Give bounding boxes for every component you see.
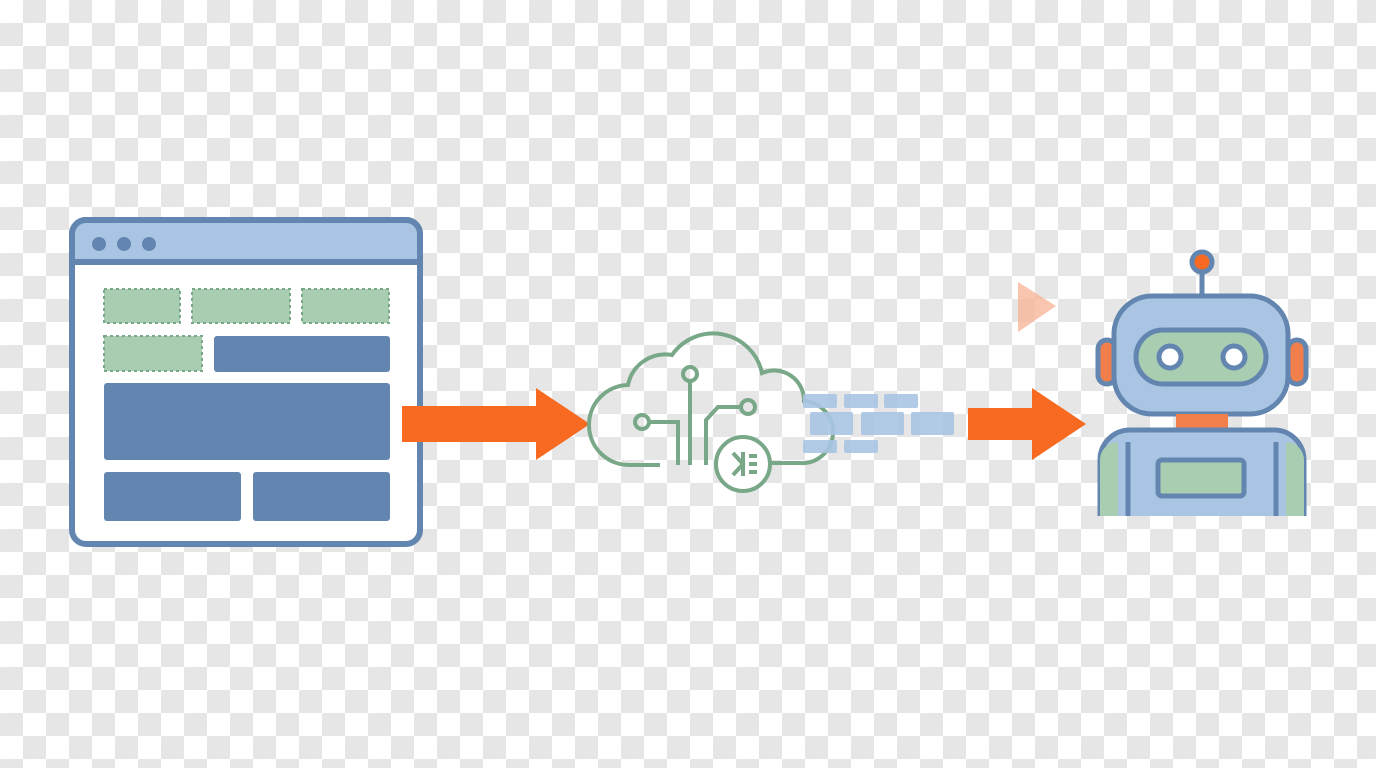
firewall-icon <box>803 394 954 453</box>
browser-window-icon <box>69 217 423 547</box>
robot-icon <box>1095 249 1309 516</box>
arrow-right-icon <box>402 388 590 460</box>
content-blocks <box>104 336 390 521</box>
extracted-fields <box>103 288 390 372</box>
dashed-arrow <box>408 282 1056 332</box>
cloud-circuit-icon <box>587 331 835 493</box>
arrow-right-icon <box>968 388 1086 460</box>
